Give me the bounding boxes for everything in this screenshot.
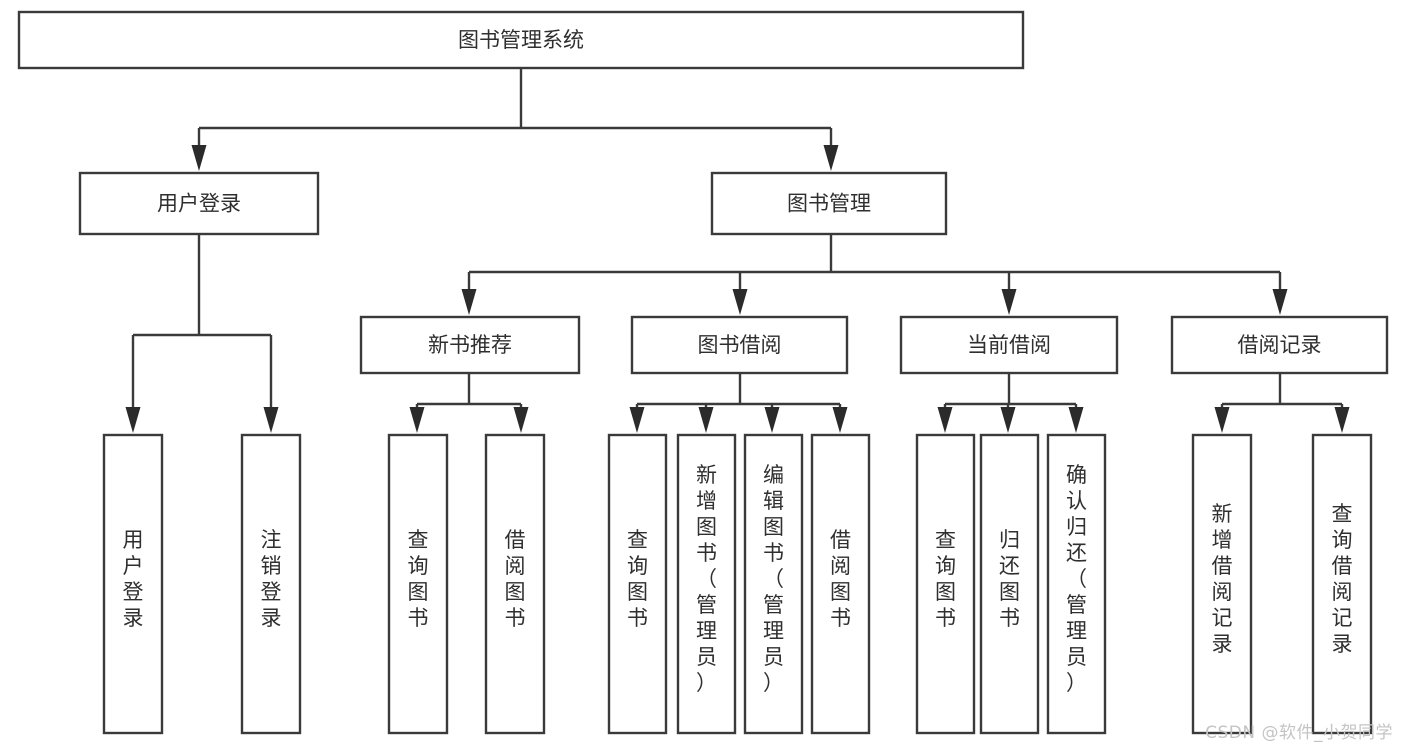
node-borrow-record-box[interactable] [1170,315,1389,375]
node-new-book-recommend[interactable]: 新书推荐 [359,315,581,375]
node-root-title-box[interactable] [17,10,1025,70]
node-leaf-confirm-return-label: 确认归还（管理员） [1066,463,1087,695]
node-leaf-user-login-label: 用户登录 [123,528,144,630]
node-book-borrow[interactable]: 图书借阅 [630,315,849,375]
node-leaf-query-book-1-box[interactable] [387,433,449,735]
node-leaf-borrow-book-2-label: 借阅图书 [830,528,851,630]
node-leaf-add-record-box[interactable] [1191,433,1253,735]
node-leaf-add-book-box[interactable] [676,433,737,735]
arrow-head-icon [461,289,477,315]
arrow-head-icon [1001,289,1017,315]
node-root-title-label: 图书管理系统 [458,28,584,52]
node-current-borrow-box[interactable] [899,315,1119,375]
node-book-manage-label: 图书管理 [787,192,871,216]
node-leaf-query-book-3-label: 查询图书 [935,528,956,630]
node-leaf-logout-label: 注销登录 [261,528,282,630]
arrow-head-icon [629,407,645,433]
connectors-layer [125,68,1350,433]
arrow-head-icon [1334,407,1350,433]
node-leaf-edit-book-box[interactable] [743,433,804,735]
node-leaf-add-record[interactable]: 新增借阅记录 [1191,433,1253,735]
arrow-head-icon [125,407,141,433]
node-borrow-record-label: 借阅记录 [1238,333,1322,357]
node-leaf-borrow-book-2-box[interactable] [810,433,871,735]
node-leaf-return-book[interactable]: 归还图书 [979,433,1040,735]
node-leaf-logout-box[interactable] [240,433,302,735]
node-leaf-query-record-box[interactable] [1311,433,1373,735]
arrow-head-icon [1068,407,1084,433]
node-book-borrow-label: 图书借阅 [698,333,782,357]
node-leaf-borrow-book-1-box[interactable] [484,433,546,735]
node-leaf-query-book-2[interactable]: 查询图书 [607,433,668,735]
node-leaf-add-book-label: 新增图书（管理员） [696,463,717,695]
node-current-borrow[interactable]: 当前借阅 [899,315,1119,375]
node-leaf-query-book-1[interactable]: 查询图书 [387,433,449,735]
node-leaf-query-book-2-label: 查询图书 [627,528,648,630]
nodes-layer: 图书管理系统用户登录图书管理新书推荐图书借阅当前借阅借阅记录用户登录注销登录查询… [17,10,1389,735]
node-leaf-query-record-label: 查询借阅记录 [1332,502,1353,656]
node-borrow-record[interactable]: 借阅记录 [1170,315,1389,375]
node-user-login[interactable]: 用户登录 [78,171,320,236]
node-leaf-user-login[interactable]: 用户登录 [102,433,164,735]
node-leaf-query-book-2-box[interactable] [607,433,668,735]
arrow-head-icon [1000,407,1016,433]
node-root-title[interactable]: 图书管理系统 [17,10,1025,70]
node-book-borrow-box[interactable] [630,315,849,375]
arrow-head-icon [732,289,748,315]
node-book-manage[interactable]: 图书管理 [710,171,948,236]
node-user-login-box[interactable] [78,171,320,236]
node-leaf-add-book[interactable]: 新增图书（管理员） [676,433,737,735]
node-leaf-borrow-book-1-label: 借阅图书 [505,528,526,630]
arrow-head-icon [513,407,529,433]
arrow-head-icon [832,407,848,433]
arrow-head-icon [823,145,839,171]
node-leaf-return-book-label: 归还图书 [999,528,1020,630]
node-leaf-query-book-1-label: 查询图书 [408,528,429,630]
node-leaf-borrow-book-1[interactable]: 借阅图书 [484,433,546,735]
node-leaf-query-book-3-box[interactable] [915,433,976,735]
arrow-head-icon [263,407,279,433]
arrow-head-icon [1214,407,1230,433]
node-new-book-recommend-label: 新书推荐 [428,333,512,357]
node-leaf-confirm-return[interactable]: 确认归还（管理员） [1046,433,1107,735]
node-current-borrow-label: 当前借阅 [967,333,1051,357]
arrow-head-icon [698,407,714,433]
node-book-manage-box[interactable] [710,171,948,236]
node-leaf-logout[interactable]: 注销登录 [240,433,302,735]
node-leaf-query-record[interactable]: 查询借阅记录 [1311,433,1373,735]
node-user-login-label: 用户登录 [157,192,241,216]
arrow-head-icon [409,407,425,433]
arrow-head-icon [764,407,780,433]
node-leaf-confirm-return-box[interactable] [1046,433,1107,735]
node-leaf-query-book-3[interactable]: 查询图书 [915,433,976,735]
arrow-head-icon [1272,289,1288,315]
node-leaf-borrow-book-2[interactable]: 借阅图书 [810,433,871,735]
arrow-head-icon [937,407,953,433]
arrow-head-icon [191,145,207,171]
node-leaf-user-login-box[interactable] [102,433,164,735]
node-leaf-return-book-box[interactable] [979,433,1040,735]
node-leaf-edit-book-label: 编辑图书（管理员） [763,463,784,695]
node-leaf-add-record-label: 新增借阅记录 [1212,502,1233,656]
node-leaf-edit-book[interactable]: 编辑图书（管理员） [743,433,804,735]
node-new-book-recommend-box[interactable] [359,315,581,375]
